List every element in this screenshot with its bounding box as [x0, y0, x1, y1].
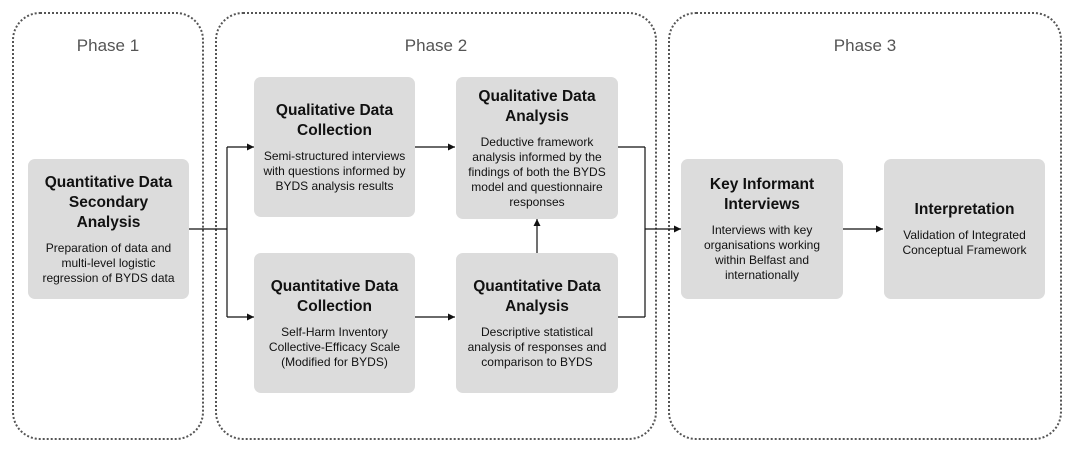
box-title: Key Informant Interviews	[709, 176, 815, 213]
phase-3-title: Phase 3	[833, 36, 897, 55]
box-title: Quantitative Data Collection	[270, 277, 399, 315]
phase-1-container: Phase 1	[12, 12, 204, 440]
box-quantitative-data-analysis: Quantitative Data Analysis Descriptive s…	[456, 253, 618, 393]
box-title: Qualitative Data Collection	[275, 101, 394, 139]
box-body: Descriptive statistical analysis of resp…	[467, 324, 607, 369]
box-interpretation: Interpretation Validation of Integrated …	[884, 159, 1045, 299]
box-body: Deductive framework analysis informed by…	[468, 134, 606, 209]
box-quantitative-data-collection: Quantitative Data Collection Self-Harm I…	[254, 253, 415, 393]
box-title: Quantitative Data Secondary Analysis	[44, 173, 173, 231]
box-key-informant-interviews: Key Informant Interviews Interviews with…	[681, 159, 843, 299]
box-body: Validation of Integrated Conceptual Fram…	[902, 228, 1027, 257]
box-qualitative-data-collection: Qualitative Data Collection Semi-structu…	[254, 77, 415, 217]
box-title: Interpretation	[914, 201, 1015, 218]
box-title: Quantitative Data Analysis	[473, 277, 601, 315]
box-qualitative-data-analysis: Qualitative Data Analysis Deductive fram…	[456, 77, 618, 219]
box-body: Self-Harm Inventory	[281, 324, 388, 339]
box-body-secondary: Collective-Efficacy Scale (Modified for …	[268, 339, 401, 369]
phase-2-title: Phase 2	[404, 36, 468, 55]
box-quantitative-secondary-analysis: Quantitative Data Secondary Analysis Pre…	[28, 159, 189, 299]
box-body: Preparation of data and multi-level logi…	[42, 240, 175, 285]
box-body: Interviews with key organisations workin…	[703, 223, 821, 282]
phase-1-title: Phase 1	[76, 36, 140, 55]
box-title: Qualitative Data Analysis	[478, 87, 596, 125]
phase-3-container: Phase 3	[668, 12, 1062, 440]
box-body: Semi-structured interviews with question…	[263, 148, 406, 193]
phase-2-container: Phase 2	[215, 12, 657, 440]
